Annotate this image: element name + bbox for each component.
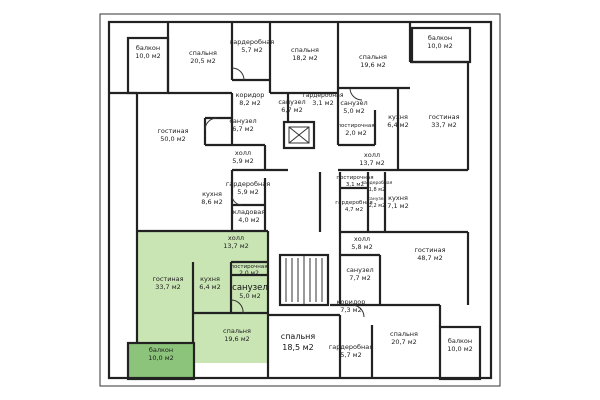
room-area-balkon-br: 10,0 м2 <box>447 345 473 353</box>
room-name-balkon-tr: балкон <box>428 34 452 42</box>
room-name-holl-right-top: холл <box>364 151 380 159</box>
room-area-koridor-top: 8,2 м2 <box>239 99 260 107</box>
highlight-fill-main <box>137 231 268 363</box>
room-area-spalnya-top-mid: 18,2 м2 <box>292 54 318 62</box>
room-area-kuhnya-green: 6,4 м2 <box>199 283 220 291</box>
room-area-garderobnaya-top-mid: 3,1 м2 <box>312 99 333 107</box>
room-name-balkon-bl: балкон <box>149 346 173 354</box>
room-area-postirochnaya-green: 2,0 м2 <box>239 270 259 277</box>
highlight-fill-balcony <box>128 343 194 379</box>
room-area-spalnya-bottom-mid: 18,5 м2 <box>282 343 313 352</box>
room-name-holl-left: холл <box>235 149 251 157</box>
door-swings <box>204 67 365 318</box>
room-area-gostinaya-right-mid: 48,7 м2 <box>417 254 443 262</box>
room-area-spalnya-green: 19,6 м2 <box>224 335 250 343</box>
room-name-spalnya-bottom-right: спальня <box>390 330 418 338</box>
room-area-garderobnaya-top-left: 5,7 м2 <box>241 46 262 54</box>
room-area-balkon-tl: 10,0 м2 <box>135 52 161 60</box>
room-area-kladovaya: 4,0 м2 <box>238 216 259 224</box>
room-area-gostinaya-green: 33,7 м2 <box>155 283 181 291</box>
room-name-sanuzel-green: санузел <box>232 283 268 293</box>
room-area-sanuzel-right-small: 2,2 м2 <box>369 203 386 209</box>
outer-walls <box>99 13 501 387</box>
room-name-spalnya-green: спальня <box>223 327 251 335</box>
room-name-spalnya-top-right: спальня <box>359 53 387 61</box>
room-name-koridor-top: коридор <box>236 91 265 99</box>
room-area-gostinaya-top-right: 33,7 м2 <box>431 121 457 129</box>
room-area-spalnya-top-left: 20,5 м2 <box>190 57 216 65</box>
room-area-koridor-bottom: 7,3 м2 <box>340 306 361 314</box>
room-name-balkon-br: балкон <box>448 337 472 345</box>
room-name-sanuzel-top-a: санузел <box>278 98 305 106</box>
room-name-sanuzel-left: санузел <box>229 117 256 125</box>
room-name-gostinaya-green: гостиная <box>152 275 183 283</box>
room-area-postirochnaya-right: 3,1 м2 <box>346 182 364 188</box>
room-name-kuhnya-left: кухня <box>202 190 222 198</box>
room-area-garderobnaya-right: 4,7 м2 <box>345 207 363 213</box>
room-area-holl-right-mid: 5,8 м2 <box>351 243 372 251</box>
room-area-sanuzel-top-b: 5,0 м2 <box>343 107 364 115</box>
room-name-koridor-bottom: коридор <box>337 298 366 306</box>
room-area-garderobnaya-left: 5,9 м2 <box>237 188 258 196</box>
room-area-holl-left: 5,9 м2 <box>232 157 253 165</box>
room-area-postirochnaya-top: 2,0 м2 <box>345 129 366 137</box>
room-area-spalnya-top-right: 19,6 м2 <box>360 61 386 69</box>
room-area-sanuzel-top-a: 6,7 м2 <box>281 106 302 114</box>
room-name-gostinaya-left: гостиная <box>157 127 188 135</box>
room-name-garderobnaya-right: гардеробная <box>335 200 372 206</box>
room-name-kuhnya-green: кухня <box>200 275 220 283</box>
room-name-garderobnaya-top-mid: гардеробная <box>303 92 344 99</box>
highlighted-apartment[interactable] <box>128 231 268 379</box>
room-name-spalnya-bottom-mid: спальня <box>281 332 316 341</box>
room-name-gostinaya-top-right: гостиная <box>428 113 459 121</box>
room-area-sanuzel-left: 6,7 м2 <box>232 125 253 133</box>
room-area-kuhnya-right: 7,1 м2 <box>387 202 408 210</box>
room-name-sanuzel-right-mid: санузел <box>346 266 373 274</box>
room-name-gostinaya-right-mid: гостиная <box>414 246 445 254</box>
room-area-sanuzel-right-mid: 7,7 м2 <box>349 274 370 282</box>
room-area-kuhnya-top-right: 6,4 м2 <box>387 121 408 129</box>
room-area-balkon-bl: 10,0 м2 <box>148 354 174 362</box>
interior-walls <box>109 22 470 378</box>
room-area-sanuzel-green: 5,0 м2 <box>239 292 260 300</box>
room-name-garderobnaya-bottom: гардеробная <box>329 343 373 351</box>
room-name-postirochnaya-green: постирочная <box>230 264 267 270</box>
room-area-kuhnya-left: 8,6 м2 <box>201 198 222 206</box>
room-name-postirochnaya-right: постирочная <box>336 175 373 181</box>
room-name-holl-green: холл <box>228 234 244 242</box>
room-area-holl-green: 13,7 м2 <box>223 242 249 250</box>
room-name-postirochnaya-top: постирочная <box>337 123 374 129</box>
room-area-spalnya-bottom-right: 20,7 м2 <box>391 338 417 346</box>
room-area-balkon-tr: 10,0 м2 <box>427 42 453 50</box>
room-name-kuhnya-right: кухня <box>388 194 408 202</box>
room-name-kuhnya-top-right: кухня <box>388 113 408 121</box>
room-name-sanuzel-top-b: санузел <box>340 99 367 107</box>
room-name-sanuzel-right-small: санузел <box>368 197 387 202</box>
room-name-spalnya-top-left: спальня <box>189 49 217 57</box>
room-area-gostinaya-left: 50,0 м2 <box>160 135 186 143</box>
stair-treads <box>285 255 323 305</box>
room-name-kladovaya: кладовая <box>233 208 265 216</box>
room-name-holl-right-mid: холл <box>354 235 370 243</box>
room-name-spalnya-top-mid: спальня <box>291 46 319 54</box>
room-area-tiny-right: 1,8 м2 <box>369 187 386 193</box>
room-labels: балкон 10,0 м2 спальня 20,5 м2 гардеробн… <box>135 34 473 362</box>
room-area-holl-right-top: 13,7 м2 <box>359 159 385 167</box>
room-name-garderobnaya-top-left: гардеробная <box>230 38 274 46</box>
room-name-garderobnaya-left: гардеробная <box>226 180 270 188</box>
room-name-tiny-right: гардеробная <box>362 180 393 186</box>
room-name-balkon-tl: балкон <box>136 44 160 52</box>
room-area-garderobnaya-bottom: 5,7 м2 <box>340 351 361 359</box>
